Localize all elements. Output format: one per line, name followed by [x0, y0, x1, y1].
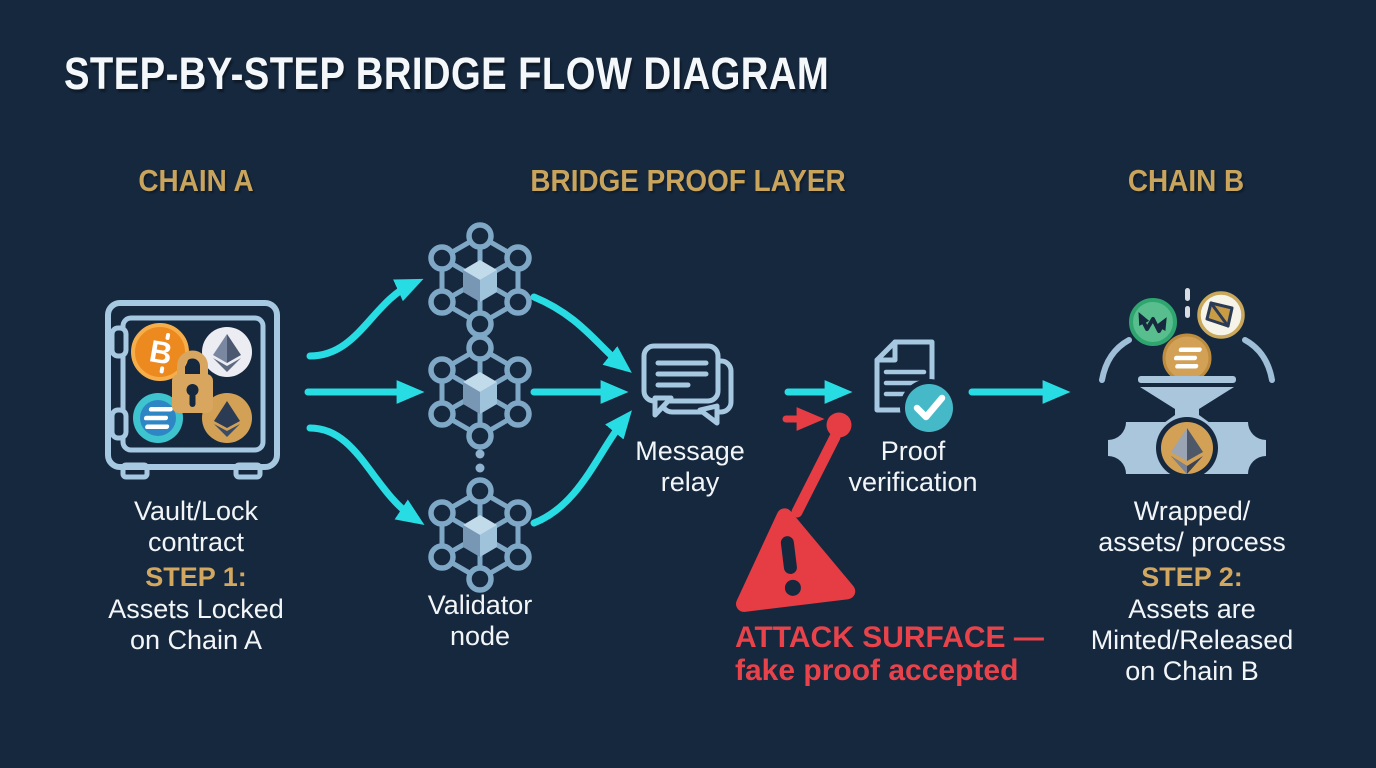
column-header-chain-a: CHAIN A — [138, 163, 254, 198]
column-header-chain-b: CHAIN B — [1127, 163, 1245, 198]
validator-node-icon-mid — [428, 334, 532, 450]
green-swap-coin-icon — [1129, 298, 1177, 346]
vault-foot-right — [233, 462, 263, 480]
vault-label: Vault/Lock contract — [133, 496, 259, 557]
chain-b-dashed-line — [1185, 288, 1190, 318]
vault-lock-icon — [105, 300, 280, 480]
validator-label: Validator node — [427, 590, 533, 651]
step1-heading: STEP 1: — [145, 562, 247, 592]
banknote-eth-icon — [1108, 417, 1266, 479]
step2-description: Assets are Minted/Released on Chain B — [1090, 594, 1294, 686]
flow-arrow-vault-to-validator-bottom — [306, 424, 425, 525]
column-header-bridge-proof-layer: BRIDGE PROOF LAYER — [530, 163, 846, 198]
wrapped-token-coin-icon — [1197, 291, 1245, 339]
attack-injection-point — [826, 412, 852, 438]
flow-arrow-vault-to-validator-top — [306, 278, 424, 360]
step2-heading: STEP 2: — [1141, 562, 1243, 592]
gold-eth-coin-icon — [202, 393, 252, 443]
wrapped-assets-label: Wrapped/ assets/ process — [1098, 496, 1286, 557]
validator-node-icon-top — [428, 222, 532, 338]
flow-arrow-validator-top-to-relay — [530, 293, 632, 373]
relay-label: Message relay — [635, 436, 745, 497]
proof-label: Proof verification — [848, 436, 978, 497]
page-title: STEP-BY-STEP BRIDGE FLOW DIAGRAM — [64, 48, 830, 99]
validator-node-icon-bottom — [428, 477, 532, 593]
solana-coin-icon — [133, 393, 183, 443]
funnel-icon — [1099, 337, 1275, 423]
attack-surface-label: ATTACK SURFACE — fake proof accepted — [735, 621, 1044, 687]
gold-solana-coin-icon — [1162, 333, 1212, 383]
vault-foot-left — [120, 462, 150, 480]
attack-connector-line — [791, 431, 841, 518]
message-relay-icon — [641, 343, 734, 426]
vault-hinge-bottom — [109, 407, 129, 441]
flow-arrow-validator-bottom-to-relay — [530, 410, 632, 527]
warning-triangle-icon — [736, 508, 856, 612]
proof-verification-icon — [874, 339, 958, 437]
step1-description: Assets Locked on Chain A — [108, 594, 284, 655]
bitcoin-coin-icon: B — [131, 323, 189, 381]
check-circle-icon — [905, 384, 953, 432]
ethereum-coin-icon — [202, 327, 252, 377]
padlock-icon — [172, 350, 213, 413]
vault-hinge-top — [109, 325, 129, 359]
